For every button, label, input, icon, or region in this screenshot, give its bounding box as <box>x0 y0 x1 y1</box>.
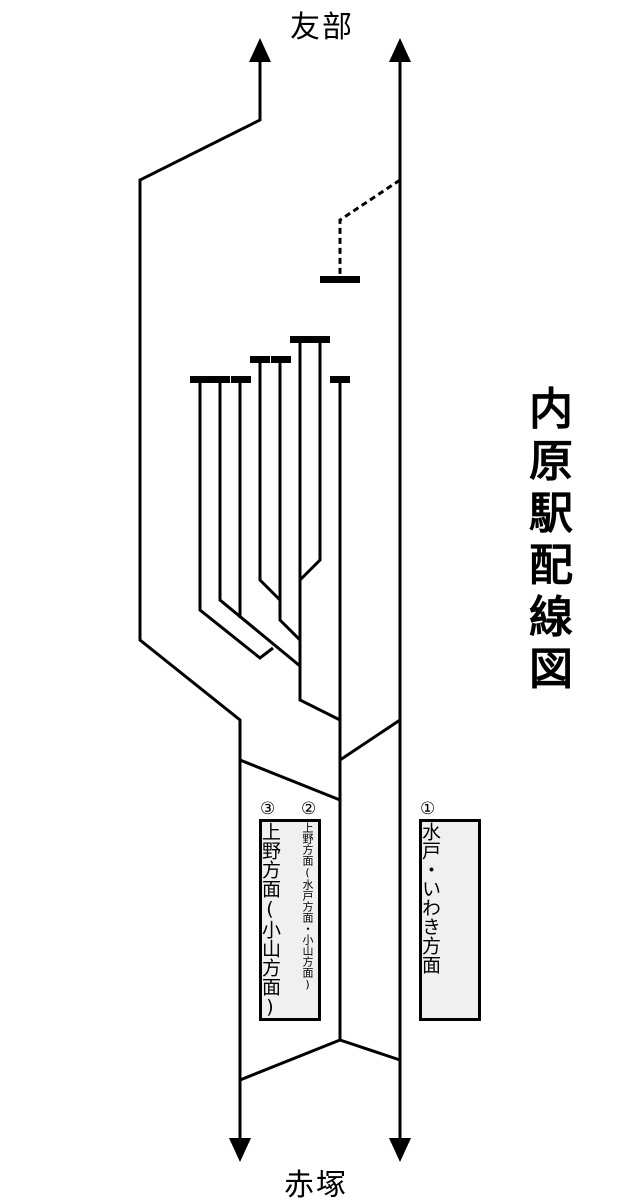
buffer-stop-1-2 <box>190 376 230 383</box>
arrow-up-left-icon <box>249 38 271 62</box>
buffer-stop-dashed <box>320 276 360 283</box>
buffer-stop-4 <box>250 356 270 363</box>
platform-2-label: 上野方面(水戸方面・小山方面) <box>301 822 314 991</box>
platform-2-number: ② <box>301 799 317 819</box>
siding-7 <box>298 340 322 582</box>
title-char: 内 <box>529 384 573 435</box>
buffer-stop-6-7 <box>290 336 330 343</box>
siding-2 <box>218 380 301 668</box>
siding-dashed <box>338 178 401 276</box>
diagram-title: 内 原 駅 配 線 図 <box>526 384 576 696</box>
crossover-right <box>339 718 401 762</box>
buffer-stop-3 <box>231 376 251 383</box>
siding-6 <box>298 340 341 722</box>
siding-1 <box>198 380 274 660</box>
arrow-up-right-icon <box>389 38 411 62</box>
platform-3-number: ③ <box>260 799 276 819</box>
title-char: 駅 <box>529 488 573 539</box>
title-char: 図 <box>529 644 573 695</box>
platform-1-number: ① <box>420 799 436 819</box>
bottom-turnout-right <box>339 1038 401 1062</box>
crossover-left <box>239 758 341 802</box>
bottom-turnout-left <box>239 1038 341 1082</box>
buffer-stop-middle <box>330 376 350 383</box>
platform-1-label: 水戸・いわき方面 <box>419 822 441 974</box>
arrow-down-right-icon <box>389 1138 411 1162</box>
direction-label-top: 友部 <box>290 10 354 45</box>
title-char: 配 <box>529 540 573 591</box>
title-char: 原 <box>529 436 573 487</box>
arrow-down-left-icon <box>229 1138 251 1162</box>
platform-1 <box>419 819 481 1021</box>
track-left <box>138 60 262 1140</box>
platform-3-label: 上野方面(小山方面) <box>259 822 281 1018</box>
title-char: 線 <box>529 592 573 643</box>
siding-5 <box>278 360 302 642</box>
siding-4 <box>258 360 282 602</box>
buffer-stop-5 <box>271 356 291 363</box>
direction-label-bottom: 赤塚 <box>284 1168 348 1203</box>
platform-3 <box>259 819 321 1021</box>
